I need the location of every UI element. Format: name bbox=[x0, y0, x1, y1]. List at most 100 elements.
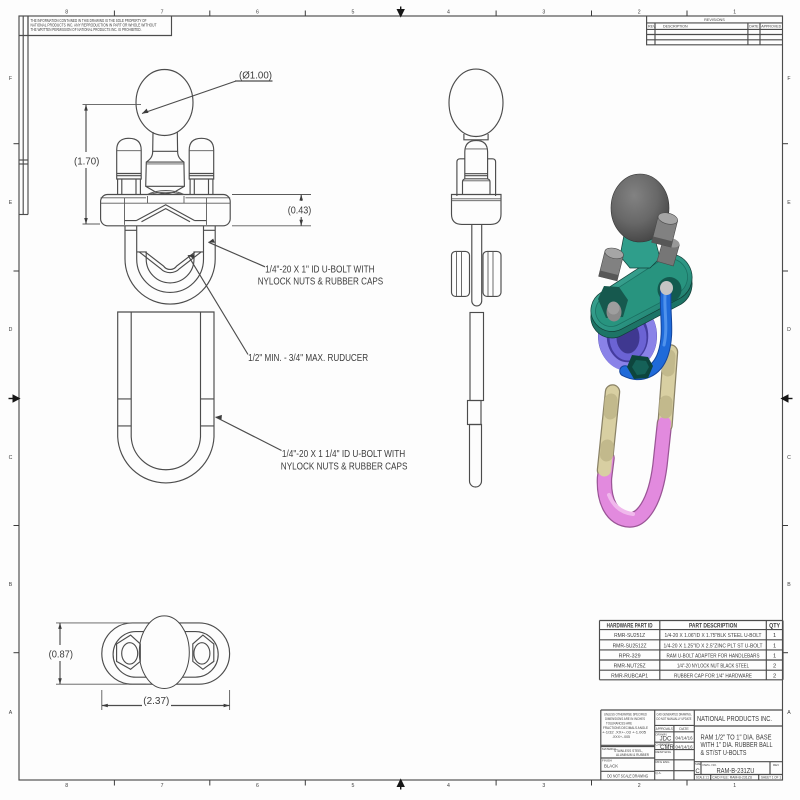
svg-text:DRAWN: DRAWN bbox=[656, 732, 667, 736]
svg-text:THE INFORMATION CONTAINED IN T: THE INFORMATION CONTAINED IN THIS DRAWIN… bbox=[31, 18, 147, 23]
svg-text:CAD GENERATED DRAWING,: CAD GENERATED DRAWING, bbox=[657, 713, 692, 717]
svg-text:1/4"-20 X 1 1/4" ID U-BOLT WIT: 1/4"-20 X 1 1/4" ID U-BOLT WITH bbox=[282, 449, 405, 460]
svg-text:RAM 1/2" TO 1" DIA. BASE: RAM 1/2" TO 1" DIA. BASE bbox=[701, 734, 772, 741]
svg-text:WITH 1" DIA. RUBBER BALL: WITH 1" DIA. RUBBER BALL bbox=[701, 742, 773, 749]
svg-text:A: A bbox=[9, 710, 13, 716]
svg-text:HARDWARE PART ID: HARDWARE PART ID bbox=[607, 622, 653, 629]
svg-text:SCALE 1:1: SCALE 1:1 bbox=[696, 776, 709, 780]
svg-text:QTY: QTY bbox=[769, 622, 781, 629]
svg-text:FRACTIONS DECIMALS ANGLE: FRACTIONS DECIMALS ANGLE bbox=[603, 726, 648, 730]
svg-text:(0.87): (0.87) bbox=[49, 649, 73, 660]
svg-text:8: 8 bbox=[65, 10, 68, 16]
svg-text:C: C bbox=[9, 455, 13, 461]
svg-text:2: 2 bbox=[638, 783, 641, 789]
svg-text:SHEET 1 OF 1: SHEET 1 OF 1 bbox=[761, 776, 781, 780]
svg-text:2: 2 bbox=[773, 664, 776, 670]
svg-text:RMR-SU251Z: RMR-SU251Z bbox=[614, 633, 645, 639]
svg-text:DIMENSIONS ARE IN INCHES: DIMENSIONS ARE IN INCHES bbox=[605, 717, 645, 721]
svg-text:1/4"-20 X 1" ID U-BOLT WITH: 1/4"-20 X 1" ID U-BOLT WITH bbox=[265, 264, 375, 275]
svg-text:Q.A.: Q.A. bbox=[656, 771, 662, 775]
svg-text:1: 1 bbox=[733, 10, 736, 16]
svg-text:D: D bbox=[9, 327, 13, 333]
svg-text:REVISIONS: REVISIONS bbox=[704, 18, 725, 22]
svg-text:DATE: DATE bbox=[749, 25, 759, 29]
svg-text:NYLOCK NUTS & RUBBER CAPS: NYLOCK NUTS & RUBBER CAPS bbox=[258, 277, 384, 288]
svg-text:TOLERANCES ARE: TOLERANCES ARE bbox=[606, 722, 632, 726]
svg-text:NATIONAL PRODUCTS INC.: NATIONAL PRODUCTS INC. bbox=[697, 714, 772, 723]
svg-text:RMR-SU2512Z: RMR-SU2512Z bbox=[613, 643, 647, 649]
svg-text:.XXX+-.005: .XXX+-.005 bbox=[612, 735, 630, 739]
svg-text:APPROVED: APPROVED bbox=[761, 25, 781, 29]
svg-text:4: 4 bbox=[447, 783, 450, 789]
svg-text:SIZE: SIZE bbox=[695, 762, 701, 766]
svg-text:2: 2 bbox=[773, 673, 776, 679]
svg-text:ALUMINUM & RUBBER: ALUMINUM & RUBBER bbox=[616, 753, 649, 757]
svg-text:NYLOCK NUTS & RUBBER CAPS: NYLOCK NUTS & RUBBER CAPS bbox=[281, 462, 408, 473]
svg-text:RESP ENG: RESP ENG bbox=[656, 750, 672, 754]
svg-text:8: 8 bbox=[65, 783, 68, 789]
svg-text:REV: REV bbox=[773, 763, 779, 767]
svg-text:RUBBER CAP FOR 1/4" HARDWARE: RUBBER CAP FOR 1/4" HARDWARE bbox=[674, 673, 752, 679]
svg-text:DESCRIPTION: DESCRIPTION bbox=[663, 25, 688, 29]
svg-text:THE WRITTEN PERMISSION OF NATI: THE WRITTEN PERMISSION OF NATIONAL PRODU… bbox=[31, 27, 142, 32]
svg-text:(Ø1.00): (Ø1.00) bbox=[239, 71, 272, 82]
svg-text:F: F bbox=[787, 76, 790, 82]
svg-text:CAD FILE: RAM-B-231ZU: CAD FILE: RAM-B-231ZU bbox=[712, 776, 753, 780]
svg-text:1/4-20 X 1.06"ID X 1.75"BLK ST: 1/4-20 X 1.06"ID X 1.75"BLK STEEL U-BOLT bbox=[665, 633, 762, 639]
svg-text:(1.70): (1.70) bbox=[74, 156, 99, 167]
svg-text:E: E bbox=[9, 200, 13, 206]
svg-text:DATE: DATE bbox=[679, 727, 689, 731]
svg-text:1/4-20 X 1.25"ID X 2.5"ZINC PL: 1/4-20 X 1.25"ID X 2.5"ZINC PLT ST U-BOL… bbox=[664, 643, 763, 649]
svg-text:RPR-329: RPR-329 bbox=[619, 653, 641, 659]
svg-text:7: 7 bbox=[161, 783, 164, 789]
svg-text:(0.43): (0.43) bbox=[288, 206, 312, 217]
svg-text:DO NOT MANUALLY UPDATE: DO NOT MANUALLY UPDATE bbox=[657, 717, 692, 721]
svg-text:MATERIAL: MATERIAL bbox=[602, 747, 617, 751]
svg-text:1: 1 bbox=[773, 653, 776, 659]
svg-text:BLACK: BLACK bbox=[604, 764, 618, 769]
svg-text:(2.37): (2.37) bbox=[143, 696, 169, 707]
svg-text:1: 1 bbox=[773, 633, 776, 639]
svg-text:UNLESS OTHERWISE SPECIFIED: UNLESS OTHERWISE SPECIFIED bbox=[604, 713, 647, 717]
svg-text:RAM U-BOLT ADAPTER FOR HANDLEB: RAM U-BOLT ADAPTER FOR HANDLEBARS bbox=[667, 653, 760, 659]
svg-text:C: C bbox=[695, 769, 700, 775]
svg-text:CHECKED: CHECKED bbox=[656, 742, 672, 746]
svg-text:5: 5 bbox=[352, 783, 355, 789]
svg-text:6: 6 bbox=[256, 10, 259, 16]
svg-text:7: 7 bbox=[161, 10, 164, 16]
svg-text:FINISH: FINISH bbox=[602, 759, 612, 763]
svg-text:3: 3 bbox=[542, 783, 545, 789]
svg-text:RMR-NUT25Z: RMR-NUT25Z bbox=[614, 664, 646, 670]
svg-text:B: B bbox=[787, 582, 791, 588]
svg-text:2: 2 bbox=[638, 10, 641, 16]
svg-text:5: 5 bbox=[352, 10, 355, 16]
svg-text:PART DESCRIPTION: PART DESCRIPTION bbox=[689, 622, 737, 629]
svg-text:A: A bbox=[787, 710, 791, 716]
svg-text:& ST/ST U-BOLTS: & ST/ST U-BOLTS bbox=[701, 750, 747, 757]
svg-text:DO NOT SCALE DRAWING: DO NOT SCALE DRAWING bbox=[607, 774, 649, 779]
svg-text:1/2" MIN. - 3/4" MAX. RUDUCER: 1/2" MIN. - 3/4" MAX. RUDUCER bbox=[248, 353, 368, 364]
svg-text:F: F bbox=[9, 76, 12, 82]
svg-text:MFG ENG: MFG ENG bbox=[656, 760, 671, 764]
svg-text:C: C bbox=[787, 455, 791, 461]
svg-text:6: 6 bbox=[256, 783, 259, 789]
svg-text:1: 1 bbox=[733, 783, 736, 789]
svg-text:JDC: JDC bbox=[660, 737, 672, 743]
svg-text:1/4"-20 NYLOCK NUT BLACK STEEL: 1/4"-20 NYLOCK NUT BLACK STEEL bbox=[677, 664, 750, 670]
svg-text:RAM-B-231ZU: RAM-B-231ZU bbox=[717, 768, 755, 775]
svg-text:CMR: CMR bbox=[660, 745, 674, 751]
svg-text:DWG. NO.: DWG. NO. bbox=[703, 763, 717, 767]
svg-text:04/14/16: 04/14/16 bbox=[676, 744, 693, 749]
svg-text:1: 1 bbox=[773, 643, 776, 649]
svg-text:3: 3 bbox=[542, 10, 545, 16]
svg-text:APPROVALS: APPROVALS bbox=[656, 727, 673, 731]
svg-text:04/14/16: 04/14/16 bbox=[676, 736, 693, 741]
svg-text:RMR-RUBCAP1: RMR-RUBCAP1 bbox=[611, 673, 648, 679]
svg-text:E: E bbox=[787, 200, 791, 206]
svg-text:D: D bbox=[787, 327, 791, 333]
svg-text:+-1/32 .XX+-.03 +-1.005: +-1/32 .XX+-.03 +-1.005 bbox=[602, 731, 646, 735]
svg-text:B: B bbox=[9, 582, 13, 588]
svg-text:NATIONAL PRODUCTS INC. ANY REP: NATIONAL PRODUCTS INC. ANY REPRODUCTION … bbox=[31, 22, 157, 27]
svg-text:REV.: REV. bbox=[648, 25, 656, 29]
svg-text:4: 4 bbox=[447, 10, 450, 16]
